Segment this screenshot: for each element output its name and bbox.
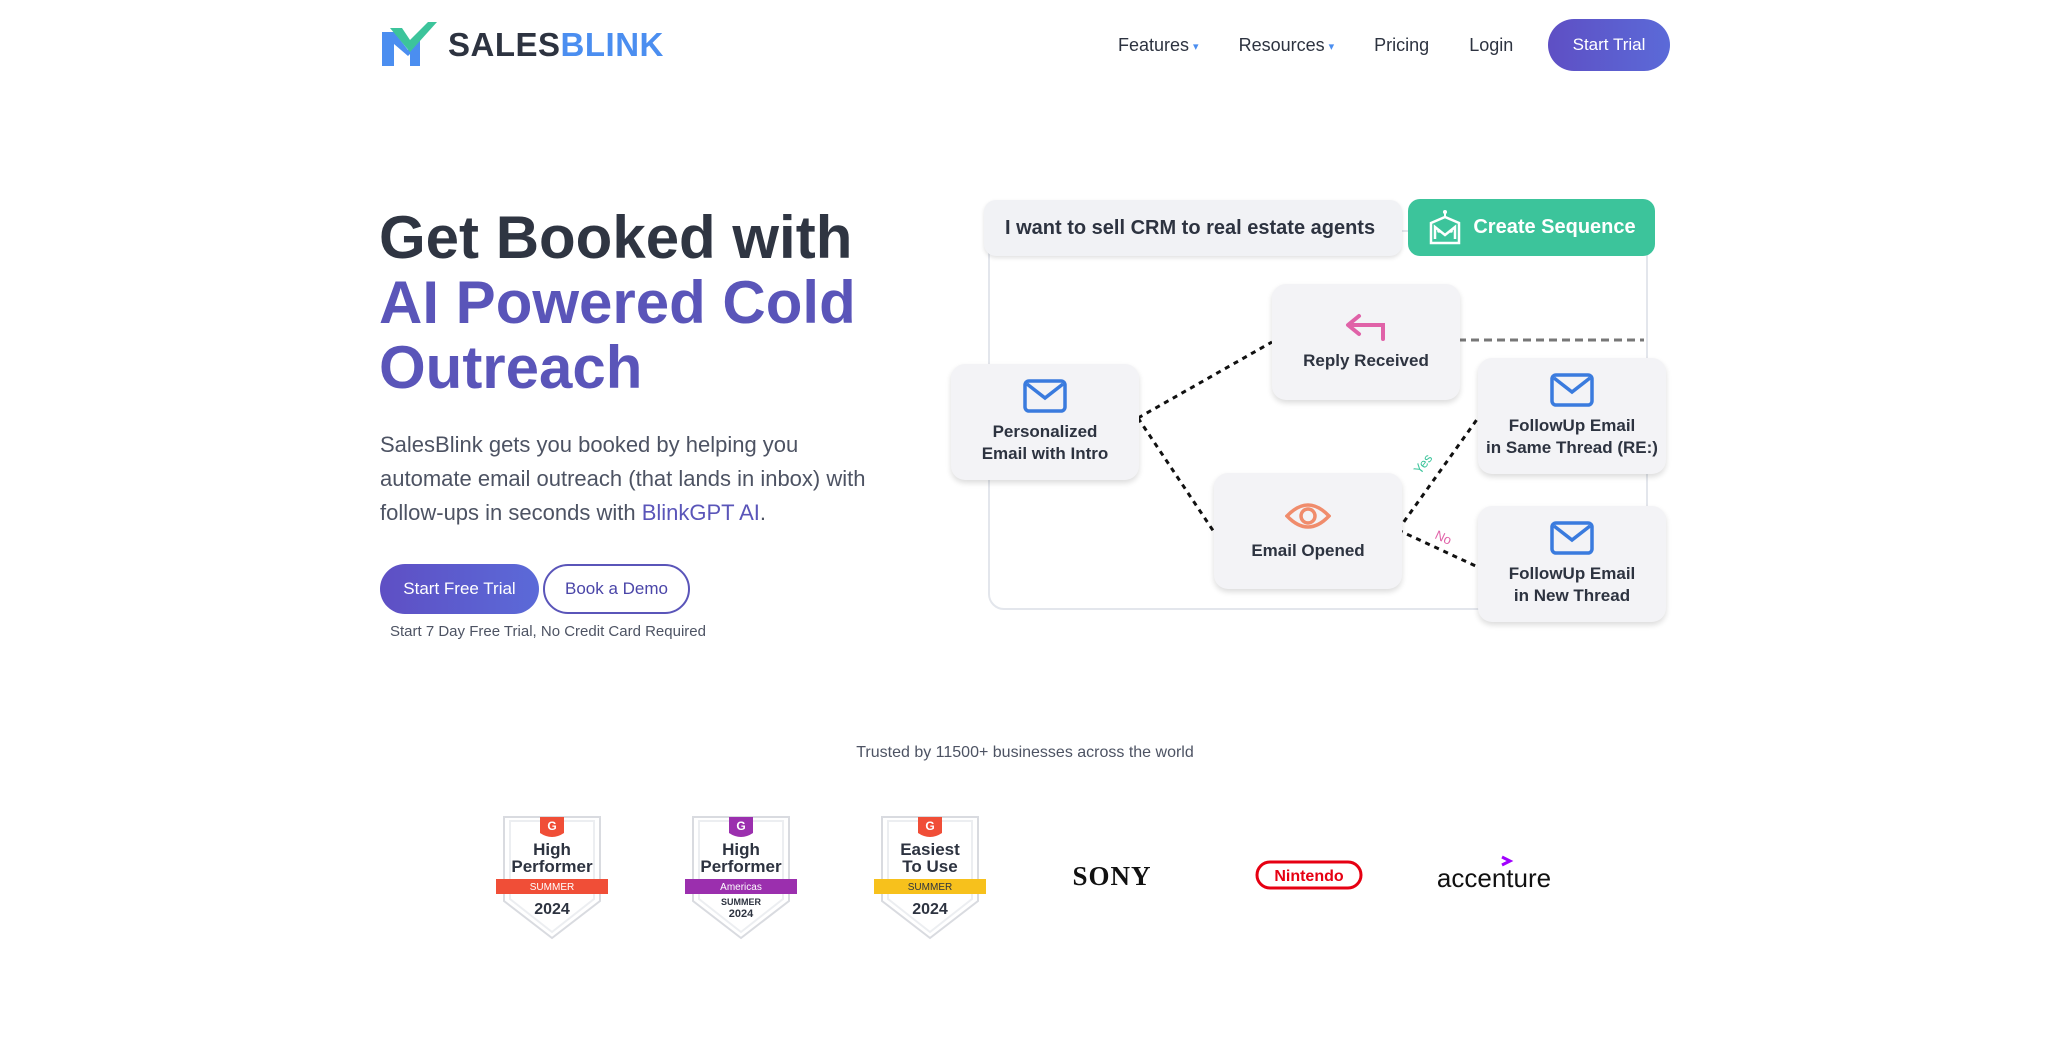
card-followup-new-thread: FollowUp Email in New Thread [1478, 506, 1666, 622]
badge3-ribbon: SUMMER [908, 882, 952, 893]
blinkgpt-link[interactable]: BlinkGPT AI [641, 500, 760, 525]
badge3-line2: To Use [902, 857, 957, 876]
brand-logo[interactable]: SALESBLINK [380, 21, 664, 69]
nav-login[interactable]: Login [1469, 35, 1513, 56]
nintendo-wordmark: Nintendo [1274, 868, 1344, 885]
trusted-by-text: Trusted by 11500+ businesses across the … [856, 744, 1194, 761]
badge1-line1: High [533, 840, 571, 859]
eye-icon [1285, 503, 1331, 529]
hero-title-line2: AI Powered Cold Outreach [379, 269, 856, 401]
logos-row: G High Performer SUMMER 2024 G High Perf… [496, 815, 1556, 945]
salesblink-logo-icon [382, 22, 437, 66]
nav-pricing[interactable]: Pricing [1374, 35, 1429, 56]
hero-title: Get Booked with AI Powered Cold Outreach [379, 205, 899, 400]
hero-title-line1: Get Booked with [379, 204, 853, 271]
start-free-trial-button[interactable]: Start Free Trial [380, 564, 539, 614]
badge2-line1: High [722, 840, 760, 859]
badge1-ribbon: SUMMER [530, 882, 574, 893]
badge2-year: 2024 [729, 908, 754, 920]
sony-wordmark: SONY [1072, 861, 1151, 891]
card-followup-same-thread: FollowUp Email in Same Thread (RE:) [1478, 358, 1666, 474]
mail-icon [1550, 373, 1594, 407]
yes-label: Yes [1411, 451, 1436, 477]
main-nav: Features▾ Resources▾ Pricing Login [1118, 20, 1553, 70]
sequence-diagram: Yes No I want to sell CRM to real estate… [940, 190, 1680, 630]
badge2-line2: Performer [700, 857, 782, 876]
card-intro-line2: Email with Intro [981, 444, 1109, 463]
svg-text:G: G [925, 819, 934, 833]
prompt-input[interactable]: I want to sell CRM to real estate agents [984, 200, 1402, 256]
badge2-season: SUMMER [721, 897, 761, 907]
hero-desc-text: SalesBlink gets you booked by helping yo… [380, 432, 866, 525]
prompt-text: I want to sell CRM to real estate agents [1005, 216, 1376, 239]
trial-note: Start 7 Day Free Trial, No Credit Card R… [390, 623, 706, 640]
card-followup-same-line1: FollowUp Email [1508, 416, 1636, 435]
nav-features-label: Features [1118, 34, 1190, 55]
accenture-wordmark: accenture [1437, 863, 1551, 893]
badge3-line1: Easiest [900, 840, 960, 859]
accenture-logo: accenture [1437, 855, 1551, 893]
no-label: No [1433, 527, 1454, 548]
create-sequence-button[interactable]: Create Sequence [1408, 199, 1655, 256]
badge2-ribbon: Americas [720, 882, 762, 893]
g2-badge-easiest-to-use: G Easiest To Use SUMMER 2024 [874, 816, 986, 940]
card-reply-received: Reply Received [1272, 284, 1460, 400]
g2-badge-high-performer-americas: G High Performer Americas SUMMER 2024 [685, 816, 797, 940]
card-followup-new-line2: in New Thread [1513, 586, 1631, 605]
nav-login-label: Login [1469, 34, 1514, 55]
create-sequence-label: Create Sequence [1473, 216, 1636, 238]
card-email-opened: Email Opened [1214, 473, 1402, 589]
card-personalized-email: Personalized Email with Intro [951, 364, 1139, 480]
svg-text:G: G [547, 819, 556, 833]
chevron-down-icon: ▾ [1193, 40, 1199, 53]
svg-text:G: G [736, 819, 745, 833]
brand-wordmark: SALESBLINK [448, 26, 664, 63]
card-intro-line1: Personalized [992, 422, 1098, 441]
hero-description: SalesBlink gets you booked by helping yo… [380, 428, 880, 530]
card-followup-same-line2: in Same Thread (RE:) [1486, 438, 1658, 457]
start-trial-button[interactable]: Start Trial [1548, 19, 1670, 71]
card-opened-label: Email Opened [1251, 541, 1365, 560]
chevron-down-icon: ▾ [1328, 40, 1335, 53]
badge3-year: 2024 [912, 901, 948, 918]
nav-pricing-label: Pricing [1374, 34, 1430, 55]
robot-icon [1430, 209, 1461, 244]
hero-desc-end: . [759, 500, 767, 525]
badge1-line2: Performer [511, 857, 593, 876]
mail-icon [1550, 521, 1594, 555]
book-demo-button[interactable]: Book a Demo [543, 564, 690, 614]
nav-resources[interactable]: Resources▾ [1239, 35, 1335, 56]
card-followup-new-line1: FollowUp Email [1508, 564, 1636, 583]
diagram-connectors: Yes No [1136, 338, 1644, 570]
badge1-year: 2024 [534, 901, 570, 918]
nav-features[interactable]: Features▾ [1118, 35, 1199, 56]
nav-resources-label: Resources [1238, 34, 1325, 55]
g2-badge-high-performer: G High Performer SUMMER 2024 [496, 816, 608, 940]
nintendo-logo: Nintendo [1255, 860, 1363, 890]
mail-icon [1023, 379, 1067, 413]
card-reply-label: Reply Received [1303, 351, 1429, 370]
sony-logo: SONY [1072, 861, 1151, 891]
reply-arrow-icon [1346, 314, 1385, 341]
